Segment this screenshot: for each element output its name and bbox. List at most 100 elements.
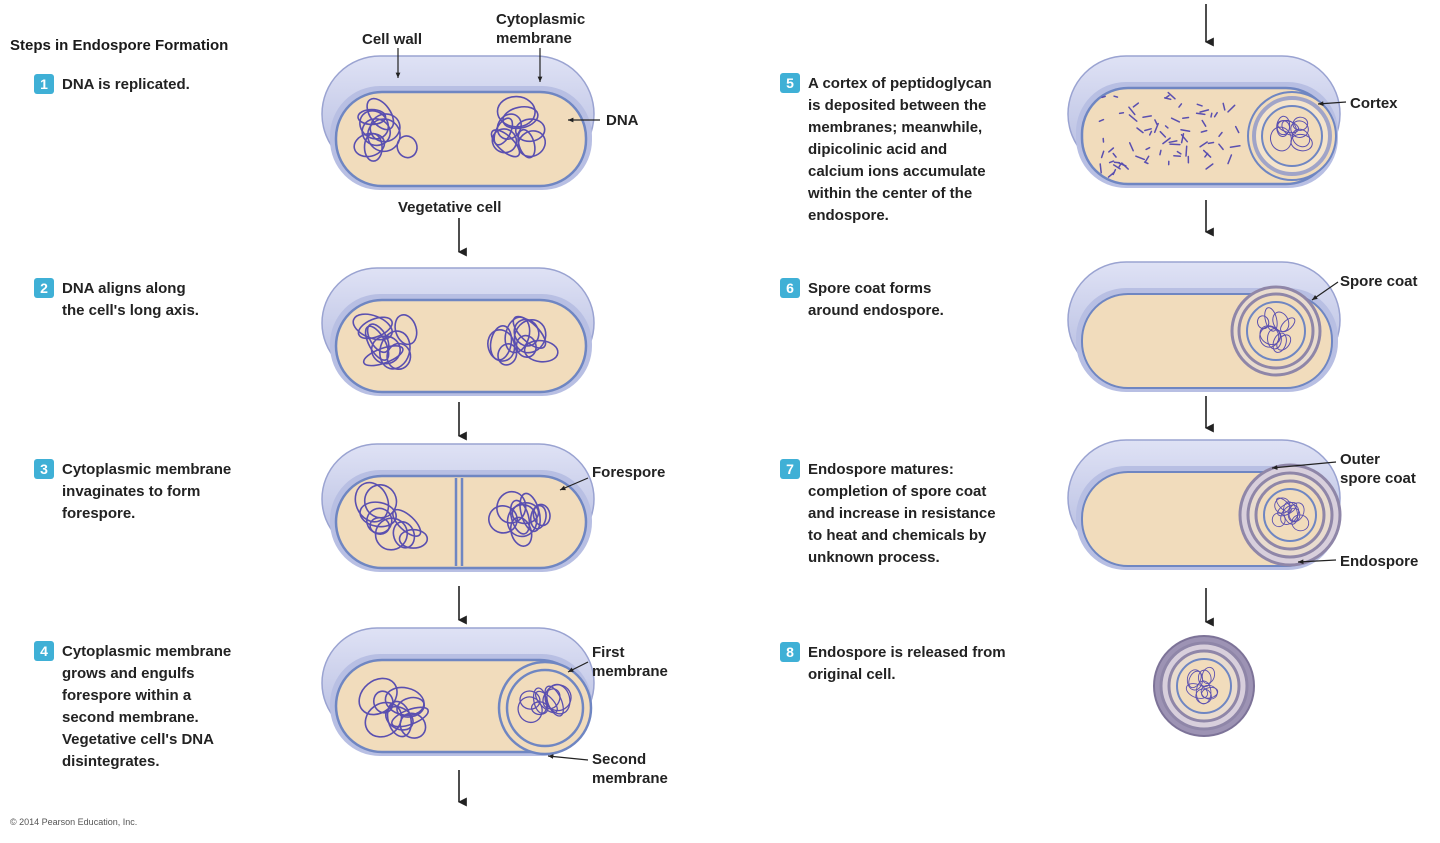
dna-fragment bbox=[1218, 131, 1223, 138]
dna-loop bbox=[359, 501, 397, 528]
dna-fragment bbox=[1222, 102, 1226, 111]
dna-fragment bbox=[1154, 119, 1158, 126]
copyright-notice: © 2014 Pearson Education, Inc. bbox=[10, 817, 138, 827]
dna-fragment bbox=[1234, 125, 1240, 134]
dna-fragment bbox=[1144, 155, 1150, 163]
step-4-text: Cytoplasmic membrane grows and engulfs f… bbox=[62, 643, 232, 770]
dna-fragment bbox=[1227, 104, 1236, 113]
dna-fragment bbox=[1180, 129, 1191, 133]
dna-fragment bbox=[1117, 163, 1122, 169]
dna-loop bbox=[396, 135, 418, 159]
dna-loop bbox=[392, 521, 416, 549]
dna-loop bbox=[366, 118, 401, 153]
dna-loop bbox=[532, 687, 548, 714]
dna-fragment bbox=[1162, 137, 1171, 145]
dna-fragment bbox=[1118, 111, 1125, 115]
dna-loop bbox=[1257, 315, 1270, 330]
dna-loop bbox=[490, 129, 521, 158]
step-3: 3 Cytoplasmic membrane invaginates to fo… bbox=[34, 459, 231, 525]
dna-loop bbox=[517, 130, 547, 158]
dna-loop bbox=[1283, 501, 1299, 525]
dna-fragment bbox=[1196, 103, 1203, 107]
cell-forespore bbox=[321, 443, 595, 572]
step-1-text: DNA is replicated. bbox=[62, 76, 190, 93]
label-vegetative-cell: Vegetative cell bbox=[398, 199, 502, 216]
dna-loop bbox=[497, 343, 518, 366]
dna-loop bbox=[509, 516, 533, 547]
dna-coil bbox=[353, 97, 418, 162]
step-2-text: DNA aligns along the cell's long axis. bbox=[62, 280, 199, 319]
dna-fragment bbox=[1145, 146, 1151, 151]
step-2: 2 DNA aligns along the cell's long axis. bbox=[34, 278, 199, 322]
label-forespore: Forespore bbox=[592, 464, 666, 481]
dna-loop bbox=[1264, 307, 1278, 332]
dna-fragment bbox=[1176, 150, 1182, 155]
step-6-badge: 6 bbox=[780, 278, 800, 298]
dna-fragment bbox=[1200, 129, 1208, 133]
dna-fragment bbox=[1098, 118, 1105, 123]
dna-fragment bbox=[1112, 164, 1121, 170]
step-3-text: Cytoplasmic membrane invaginates to form… bbox=[62, 461, 232, 522]
dna-loop bbox=[1259, 325, 1281, 346]
dna-fragment bbox=[1164, 125, 1169, 129]
dna-fragment bbox=[1164, 94, 1170, 99]
dna-fragment bbox=[1144, 128, 1152, 132]
step-3-badge: 3 bbox=[34, 459, 54, 479]
cell-spore-coat bbox=[1067, 261, 1341, 392]
dna-loop bbox=[1201, 687, 1219, 699]
dna-loop bbox=[1201, 666, 1216, 684]
step-5-badge: 5 bbox=[780, 73, 800, 93]
dna-fragment bbox=[1199, 109, 1210, 113]
dna-loop bbox=[506, 503, 538, 538]
dna-loop bbox=[386, 342, 412, 370]
dna-fragment bbox=[1201, 119, 1207, 127]
step-5: 5 A cortex of peptidoglycan is deposited… bbox=[780, 73, 992, 227]
dna-fragment bbox=[1112, 152, 1117, 158]
dna-loop bbox=[512, 315, 547, 349]
dna-loop bbox=[1292, 116, 1309, 131]
dna-loop bbox=[369, 113, 401, 143]
step-2-badge: 2 bbox=[34, 278, 54, 298]
cell-mature-endospore bbox=[1067, 439, 1342, 570]
step-4-badge: 4 bbox=[34, 641, 54, 661]
step-6-text: Spore coat forms around endospore. bbox=[808, 280, 944, 319]
dna-loop bbox=[394, 314, 418, 346]
dna-fragment bbox=[1107, 171, 1115, 178]
label-cytoplasmic-membrane: Cytoplasmic membrane bbox=[496, 11, 586, 47]
dna-coil bbox=[358, 677, 430, 739]
step-5-text: A cortex of peptidoglycan is deposited b… bbox=[808, 75, 992, 224]
dna-fragment bbox=[1218, 143, 1224, 151]
dna-loop bbox=[366, 323, 390, 354]
dna-loop bbox=[534, 690, 558, 714]
dna-coil bbox=[490, 95, 547, 159]
dna-coil bbox=[1257, 307, 1296, 353]
dna-loop bbox=[386, 700, 413, 738]
dna-coil bbox=[354, 481, 429, 551]
dna-coil bbox=[1185, 666, 1219, 705]
dna-loop bbox=[1267, 328, 1282, 350]
dna-fragments bbox=[1098, 91, 1241, 178]
dna-loop bbox=[514, 118, 546, 143]
dna-fragment bbox=[1199, 141, 1208, 148]
step-6: 6 Spore coat forms around endospore. bbox=[780, 278, 944, 322]
dna-loop bbox=[379, 330, 411, 370]
dna-loop bbox=[517, 696, 543, 724]
diagram-title: Steps in Endospore Formation bbox=[10, 37, 229, 54]
dna-loop bbox=[493, 117, 514, 146]
dna-loop bbox=[1259, 326, 1280, 348]
dna-loop bbox=[1290, 120, 1309, 138]
dna-fragment bbox=[1099, 163, 1102, 174]
dna-loop bbox=[1276, 115, 1291, 137]
dna-loop bbox=[523, 339, 559, 363]
dna-fragment bbox=[1182, 116, 1190, 120]
dna-fragment bbox=[1100, 150, 1105, 159]
dna-coil bbox=[1271, 497, 1310, 532]
dna-fragment bbox=[1210, 112, 1213, 118]
dna-fragment bbox=[1135, 155, 1146, 161]
dna-fragment bbox=[1205, 163, 1214, 170]
step-7: 7 Endospore matures: completion of spore… bbox=[780, 459, 996, 569]
dna-fragment bbox=[1108, 160, 1115, 164]
dna-fragment bbox=[1132, 102, 1140, 108]
step-8-badge: 8 bbox=[780, 642, 800, 662]
